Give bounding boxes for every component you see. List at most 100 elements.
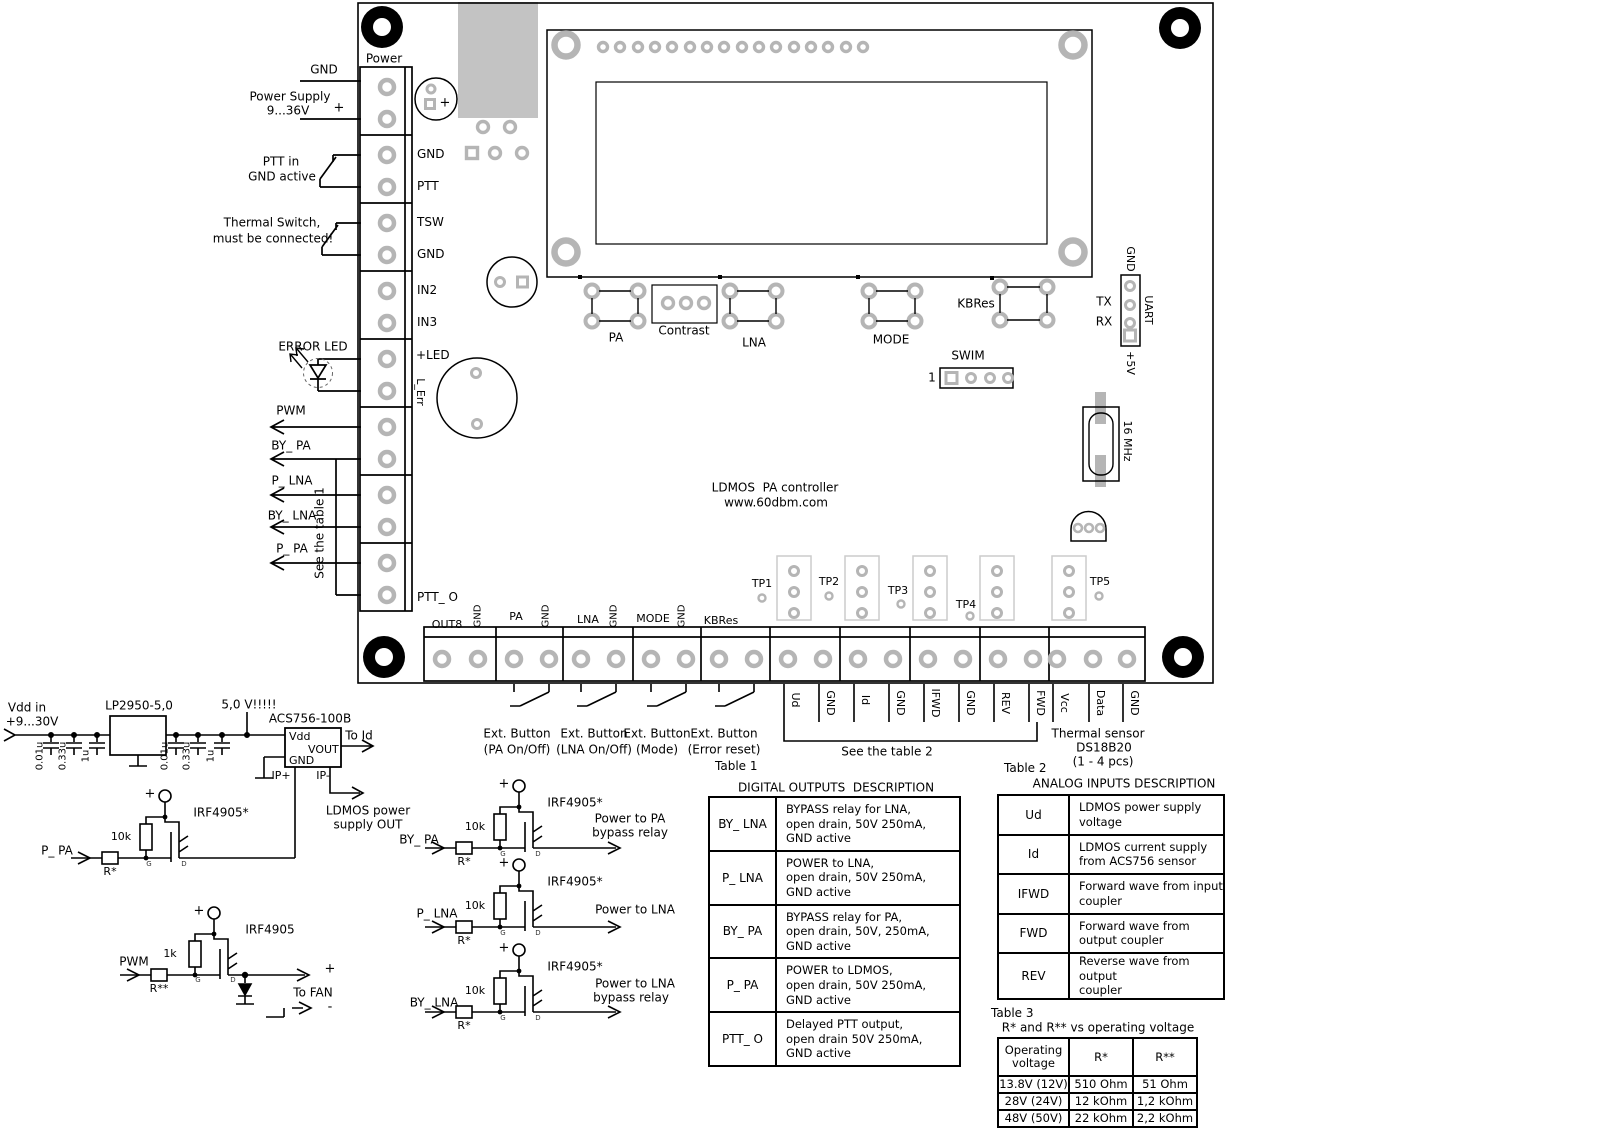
table1-label: Table 1: [715, 759, 758, 773]
c2-drain-mark: D: [230, 976, 236, 985]
pin-ptt-o: PTT_ O: [417, 590, 458, 604]
testpoint-pads: [757, 565, 1104, 621]
pin-pled: +LED: [416, 348, 450, 362]
ip-minus-label: IP-: [316, 768, 330, 782]
strip-mode-label: MODE: [636, 611, 670, 625]
cap4-value: 0.01u: [159, 741, 171, 771]
ip-plus-label: IP+: [271, 768, 291, 782]
ext-button-mode-line2: (Mode): [635, 742, 679, 757]
button-pads: [583, 278, 1056, 330]
pin-lerr: L_Err: [414, 378, 428, 406]
table2-label: Table 2: [1004, 761, 1047, 775]
tp1-label: TP1: [751, 576, 773, 590]
c4-fet-label: IRF4905*: [547, 874, 603, 889]
fet-circuits: [70, 779, 622, 1019]
fan-plus-label: +: [324, 961, 336, 977]
c3-out-line2: bypass relay: [592, 825, 668, 840]
ext-button-error-line1: Ext. Button: [690, 726, 758, 741]
to-id-label: To Id: [345, 728, 373, 743]
c1-drain-mark: D: [181, 860, 187, 869]
bottom-strip-pads: [432, 649, 1137, 669]
table1-title: DIGITAL OUTPUTS DESCRIPTION: [737, 780, 935, 795]
uart-header: [1120, 274, 1141, 347]
c1-gate-mark: G: [146, 860, 152, 869]
psu-plus-label: +: [333, 100, 345, 116]
c3-gate-mark: G: [500, 850, 506, 859]
contrast-label: Contrast: [658, 323, 710, 338]
table-digital-outputs: BY_ LNA BYPASS relay for LNA, open drain…: [708, 796, 961, 1067]
table-row: P_ PA POWER to LDMOS, open drain, 50V 25…: [710, 957, 959, 1012]
c5-drain-mark: D: [535, 1014, 541, 1023]
table3-label: Table 3: [991, 1006, 1034, 1020]
tp2-label: TP2: [818, 574, 840, 588]
schematic-lines: [3, 712, 375, 858]
table3-title: R* and R** vs operating voltage: [1001, 1020, 1195, 1035]
vdd-in-line2: +9...30V: [5, 714, 59, 729]
bottom-terminal-strip: [423, 626, 1146, 682]
table-row: P_ LNA POWER to LNA, open drain, 50V 250…: [710, 849, 959, 904]
tp4-label: TP4: [955, 597, 977, 611]
strip-kbres-label: KBRes: [703, 613, 739, 627]
c5-r-label: R*: [457, 1018, 471, 1032]
pa-button-label: PA: [608, 330, 624, 345]
table-row: IFWD Forward wave from input coupler: [999, 873, 1223, 913]
by-lna-signal-label: BY_ LNA: [267, 508, 317, 523]
table-row: FWD Forward wave from output coupler: [999, 912, 1223, 953]
mode-button-label: MODE: [872, 332, 910, 347]
c4-plus-mark: +: [498, 855, 510, 871]
c5-plus-mark: +: [498, 940, 510, 956]
c1-pull-label: 10k: [110, 829, 132, 843]
lcd-mount-rings: [551, 30, 1088, 267]
c1-plus-mark: +: [144, 786, 156, 802]
ext-button-pa-line1: Ext. Button: [483, 726, 551, 741]
c1-fet-label: IRF4905*: [193, 805, 249, 820]
table-row: 48V (50V) 22 kOhm 2,2 kOhm: [999, 1109, 1196, 1126]
c2-input-label: PWM: [119, 954, 149, 969]
lcd-module: [546, 29, 1093, 278]
table-row: BY_ LNA BYPASS relay for LNA, open drain…: [710, 798, 959, 850]
strip-fwd-label: FWD: [1034, 690, 1048, 716]
c5-out-line1: Power to LNA: [595, 976, 675, 991]
acs-vdd-pin: Vdd: [289, 730, 311, 743]
ext-button-error-line2: (Error reset): [687, 742, 761, 757]
ext-button-pa-line2: (PA On/Off): [483, 742, 551, 757]
psu-gnd-label: GND: [310, 62, 338, 77]
fan-minus-label: -: [327, 999, 333, 1015]
board-title-line1: LDMOS PA controller: [711, 480, 839, 495]
ext-button-lna-line2: (LNA On/Off): [556, 742, 632, 757]
strip-gnd5-label: GND: [824, 690, 838, 716]
c3-pull-label: 10k: [464, 819, 486, 833]
lna-button-label: LNA: [742, 335, 766, 350]
c3-input-label: BY_ PA: [399, 832, 439, 847]
swim-header: [939, 367, 1014, 389]
c4-r-label: R*: [457, 933, 471, 947]
c3-r-label: R*: [457, 854, 471, 868]
by-pa-signal-label: BY_ PA: [271, 438, 311, 453]
acs-gnd-pin: GND: [289, 754, 315, 767]
5v-note: 5,0 V!!!!!: [221, 697, 277, 712]
crystal-pads: [1095, 392, 1106, 487]
kbres-button-label: KBRes: [957, 296, 995, 311]
thermal-switch-label-line2: must be connected!: [212, 231, 334, 246]
cap2-value: 0.33u: [57, 741, 69, 771]
p-pa-signal-label: P_ PA: [276, 541, 308, 556]
table-row: 28V (24V) 12 kOhm 1,2 kOhm: [999, 1092, 1196, 1109]
pin-in2: IN2: [417, 283, 438, 297]
table-row: REV Reverse wave from output coupler: [999, 952, 1223, 999]
strip-ud-label: Ud: [789, 692, 803, 708]
see-table-2-note: See the table 2: [841, 744, 933, 759]
uart-gnd-label: GND: [1124, 246, 1138, 272]
left-annotation-lines: [269, 80, 361, 596]
table-analog-inputs: Ud LDMOS power supply voltage Id LDMOS c…: [997, 794, 1225, 1000]
c3-out-line1: Power to PA: [594, 811, 666, 826]
c2-r-label: R**: [149, 981, 169, 995]
crystal-16mhz: [1082, 406, 1120, 482]
table2-title: ANALOG INPUTS DESCRIPTION: [1032, 776, 1216, 791]
pin-gnd2: GND: [417, 247, 445, 261]
button-outlines: [591, 286, 1048, 322]
strip-gnd2-label: GND: [540, 604, 552, 628]
cap3-value: 1u: [80, 749, 92, 763]
table-row: PTT_ O Delayed PTT output, open drain 50…: [710, 1011, 959, 1065]
uart-rx-label: RX: [1095, 314, 1113, 329]
